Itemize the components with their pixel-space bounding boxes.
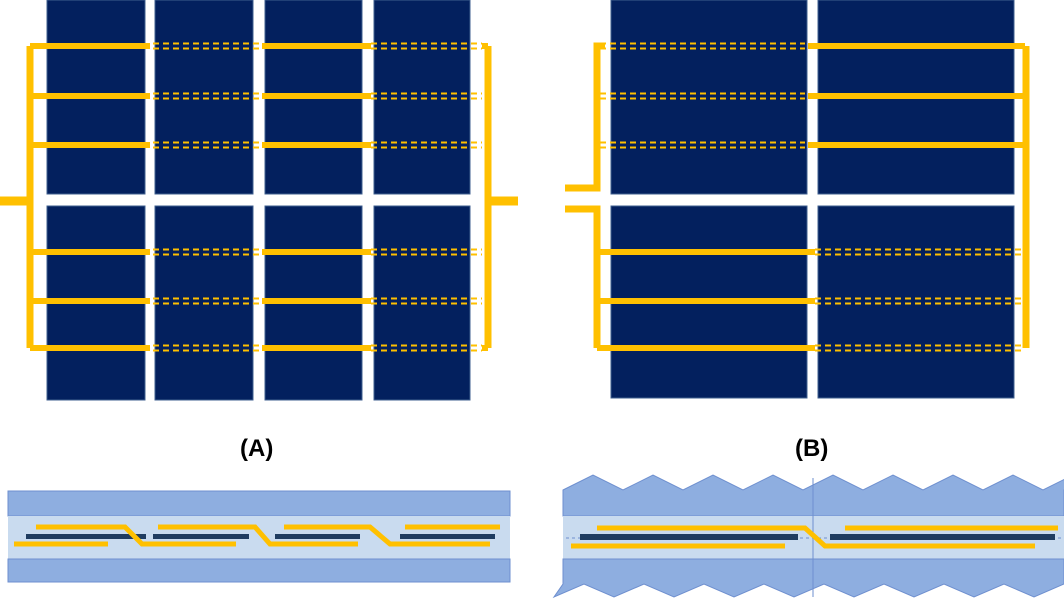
panel-a-module-top-view (0, 0, 518, 401)
cell-edge (830, 534, 1055, 540)
solar-cell (373, 0, 471, 195)
cell-edge (275, 534, 360, 539)
solar-cell (154, 0, 254, 195)
cell-edge (153, 534, 249, 539)
solar-cell (817, 205, 1015, 399)
panel-a-label: (A) (240, 435, 274, 462)
panel-b-module-top-view (565, 0, 1030, 399)
bus-bar (158, 524, 358, 547)
back-glass-textured (552, 558, 1064, 599)
bus-bar (36, 524, 236, 547)
back-glass (7, 558, 511, 583)
bus-bar (597, 525, 1035, 549)
panel-b-cross-section (552, 474, 1064, 599)
front-glass (7, 490, 511, 517)
solar-cell (610, 0, 808, 195)
panel-b-label: (B) (795, 435, 829, 462)
bus-bar (284, 524, 490, 547)
cell-edge (400, 534, 495, 539)
bus-bar (565, 205, 601, 348)
panel-a-cross-section (7, 490, 511, 583)
cell-edge (580, 534, 798, 540)
cell-edge (26, 534, 146, 539)
bus-bar (565, 42, 605, 192)
